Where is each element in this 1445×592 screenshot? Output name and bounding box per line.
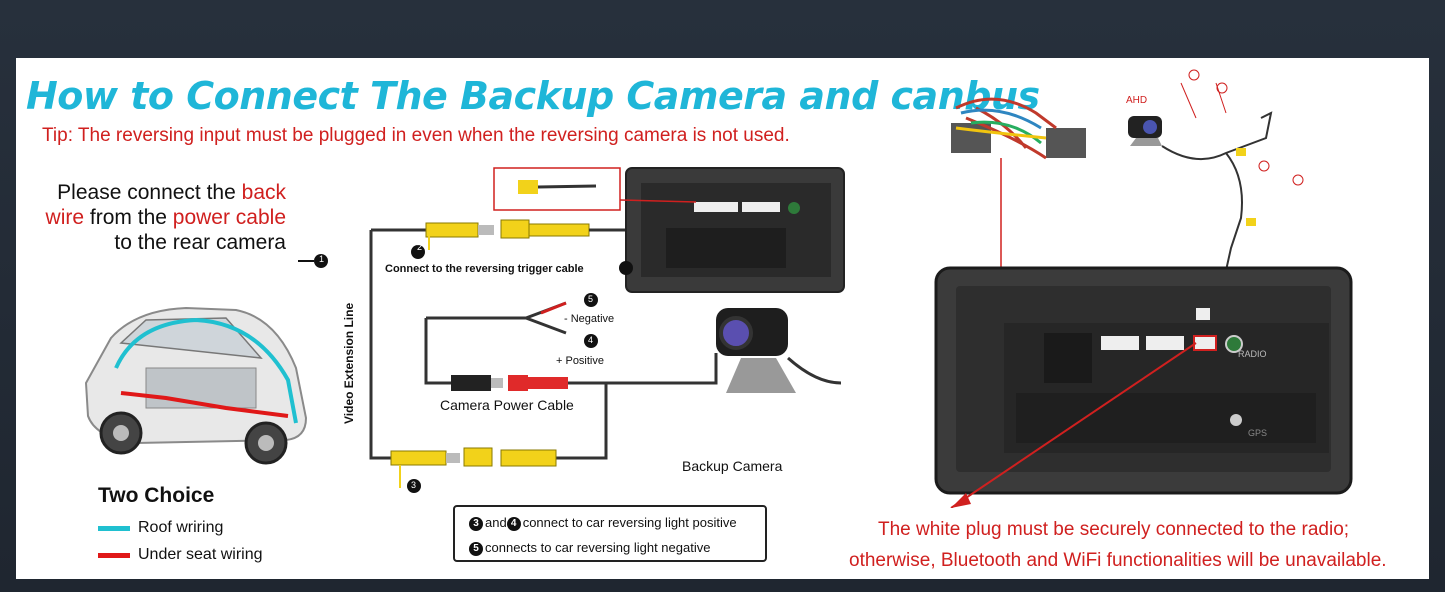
legend-under-swatch [98, 552, 130, 558]
note-line-2-text: connects to car reversing light negative [485, 540, 711, 555]
instruction-text: Please connect the back wire from the po… [26, 180, 286, 255]
radio-label: RADIO [1238, 349, 1267, 359]
marker-3-icon [407, 479, 421, 493]
legend-heading: Two Choice [98, 484, 215, 507]
camera-power-label: Camera Power Cable [440, 397, 574, 413]
instruction-part: Please connect the [57, 181, 242, 204]
marker-4-number: 4 [588, 335, 594, 345]
instruction-highlight: back wire [45, 181, 286, 229]
warning-line-1: The white plug must be securely connecte… [878, 519, 1350, 540]
page-title: How to Connect The Backup Camera and can… [26, 74, 1040, 118]
instruction-highlight: power cable [172, 206, 286, 229]
legend-under-seat: Under seat wiring [98, 546, 263, 564]
instruction-part: from the [84, 206, 173, 229]
trigger-cable-label: Connect to the reversing trigger cable [385, 263, 584, 275]
radio-back-diagram [934, 69, 1353, 508]
car-wiring-illustration [84, 306, 308, 465]
marker-5-number: 5 [588, 294, 594, 304]
note-line-1-text: connect to car reversing light positive [522, 515, 737, 530]
note-num-5: 5 [469, 541, 483, 556]
wiring-diagram [298, 167, 845, 493]
note-num-3: 3 [469, 516, 483, 531]
backup-camera-label: Backup Camera [682, 458, 783, 474]
wiring-harness-icon [951, 97, 1086, 160]
gps-label: GPS [1248, 428, 1268, 438]
warning-line-2: otherwise, Bluetooth and WiFi functional… [849, 550, 1387, 571]
positive-label: + Positive [556, 355, 604, 367]
negative-label: - Negative [564, 313, 615, 325]
instruction-part: to the rear camera [114, 231, 286, 254]
note-and: and [485, 515, 507, 530]
marker-3-number: 3 [411, 480, 417, 490]
marker-2-number: 2 [417, 242, 423, 252]
legend-under-label: Under seat wiring [138, 546, 263, 563]
marker-4-icon [584, 334, 598, 348]
marker-1-number: 1 [319, 254, 325, 264]
ahd-label: AHD [1126, 95, 1148, 106]
note-num-4: 4 [506, 516, 521, 531]
ahd-camera-icon [1128, 116, 1162, 146]
diagram-panel: How to Connect The Backup Camera and can… [16, 58, 1429, 579]
backup-camera-icon [716, 308, 842, 393]
legend-roof: Roof wriring [98, 519, 223, 537]
legend-roof-swatch [98, 525, 130, 531]
marker-1b-icon [619, 261, 633, 275]
video-line-label: Video Extension Line [342, 302, 356, 424]
marker-1-icon [314, 254, 328, 268]
legend-roof-label: Roof wriring [138, 519, 224, 536]
marker-2-icon [411, 245, 425, 259]
tip-text: Tip: The reversing input must be plugged… [42, 125, 790, 146]
marker-5-icon [584, 293, 598, 307]
